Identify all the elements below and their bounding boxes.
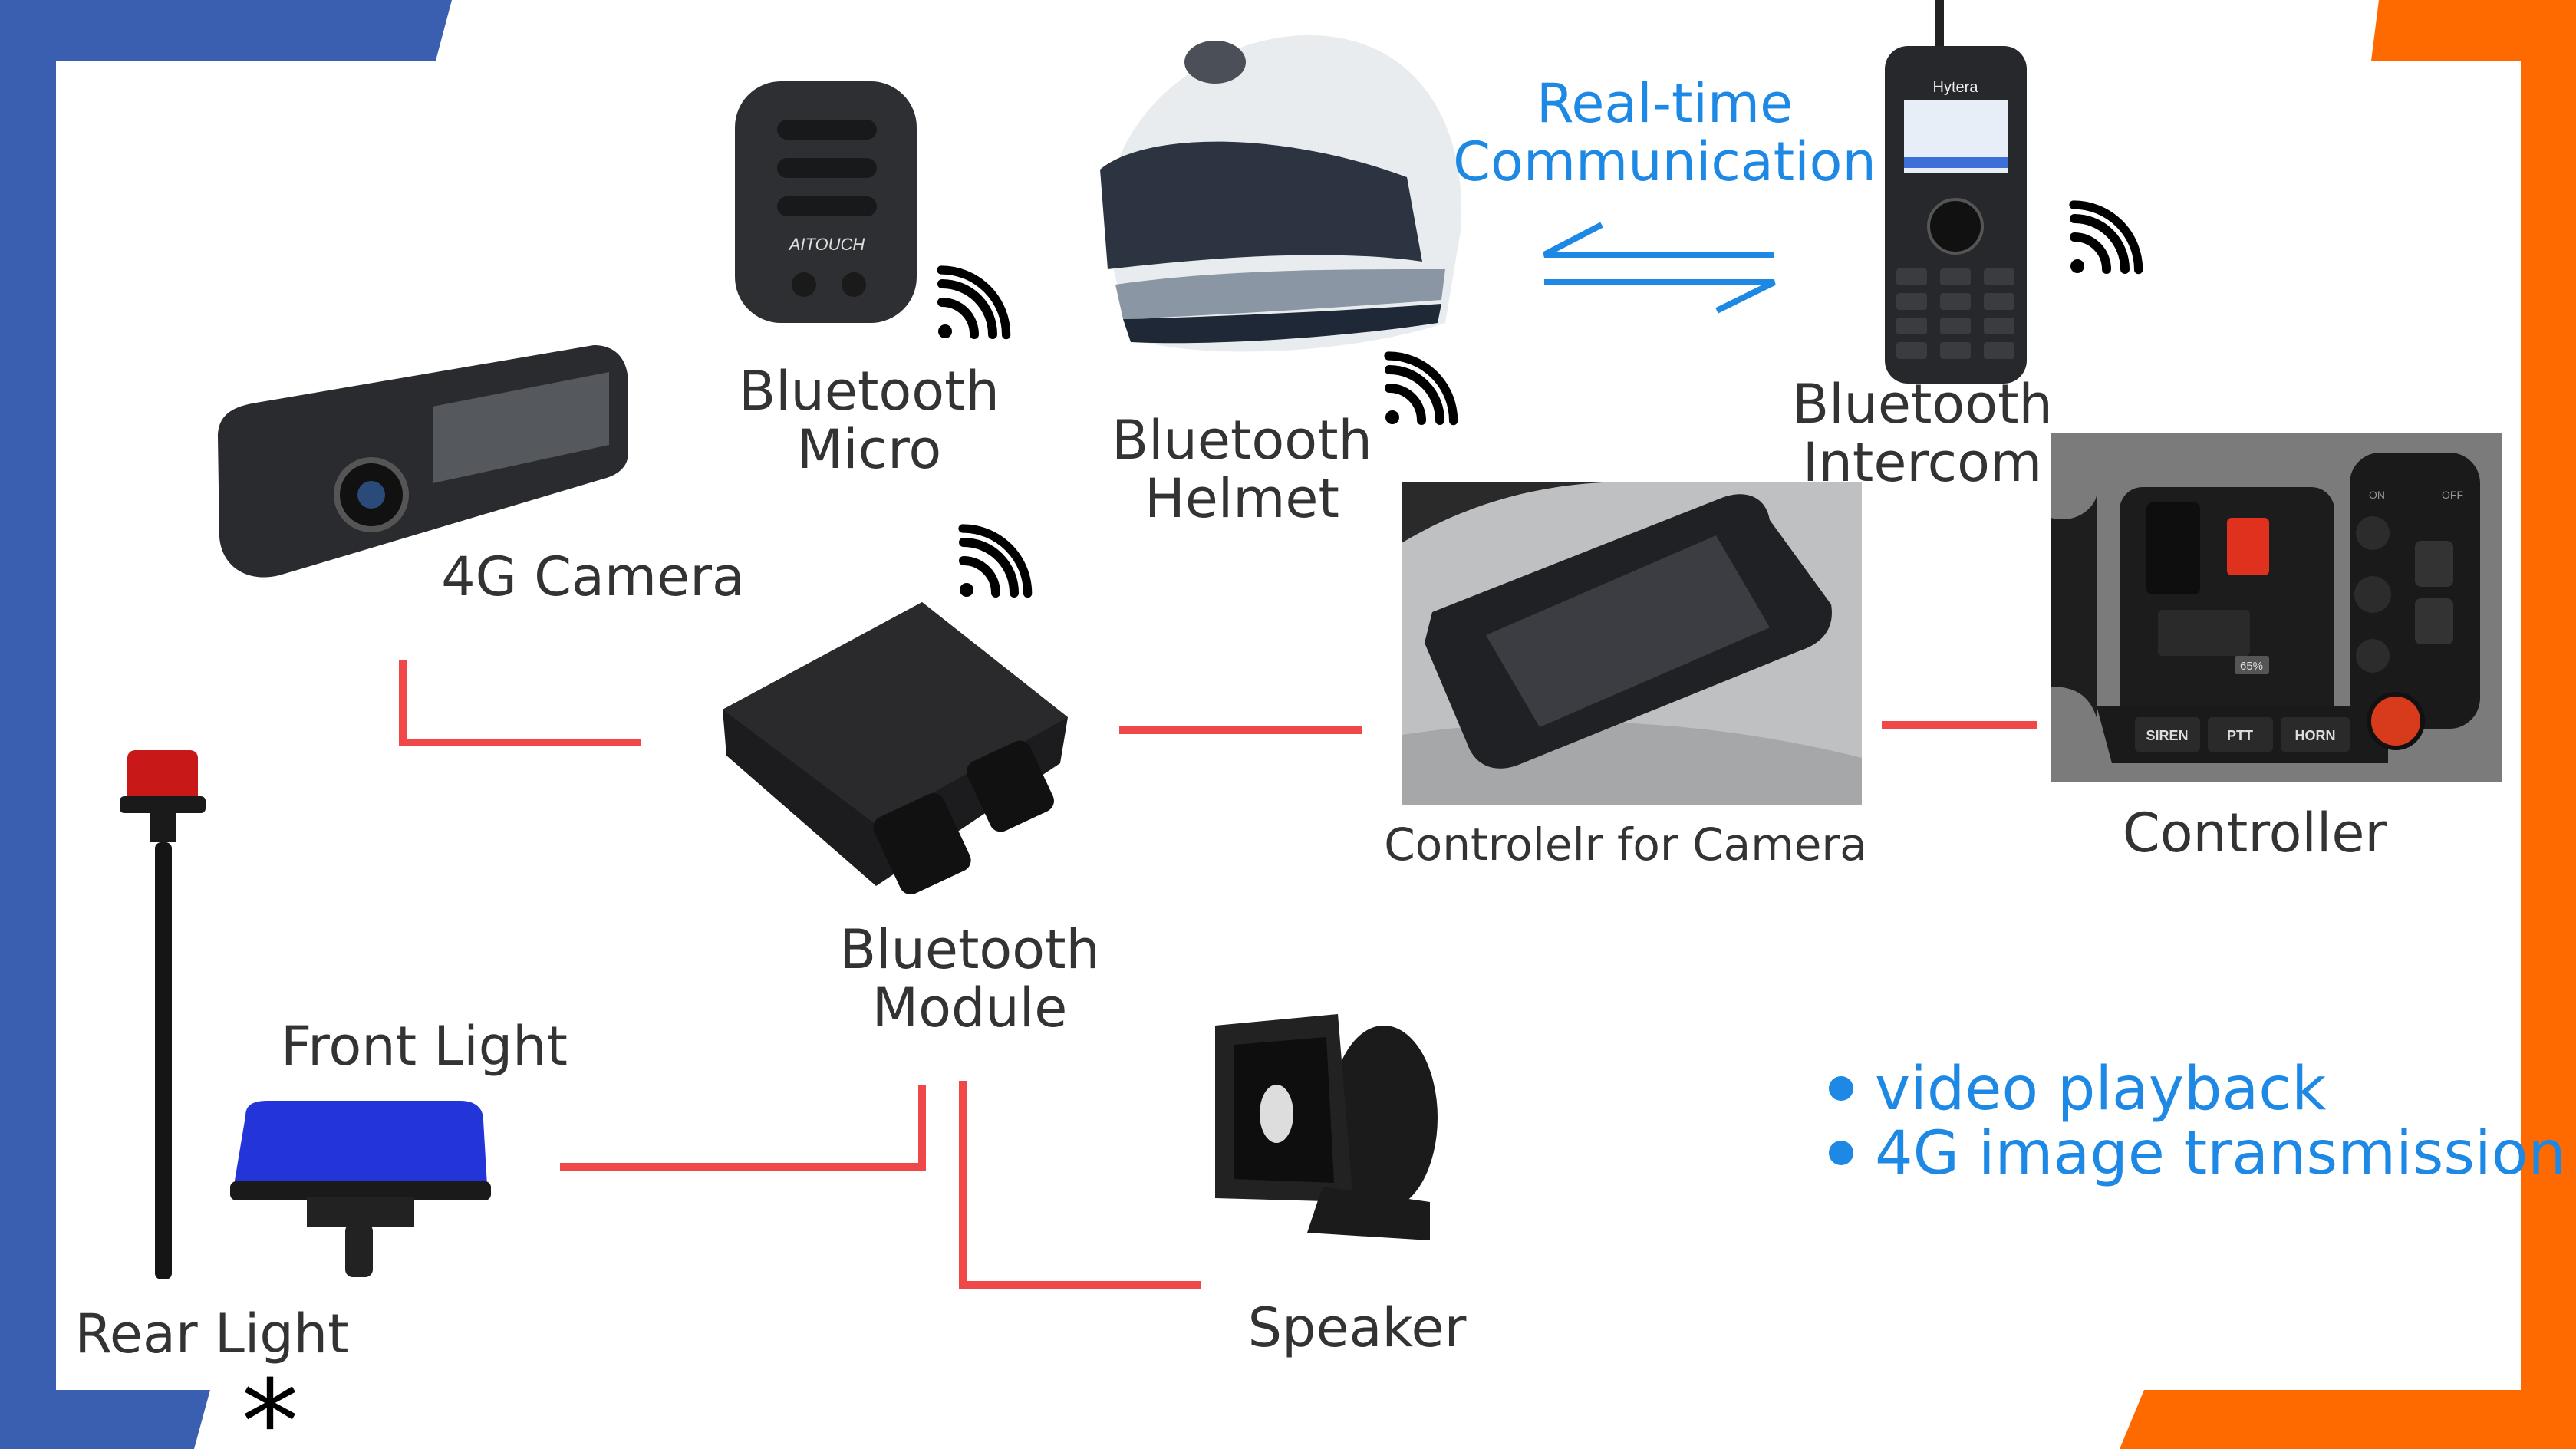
wireless-signal-icon xyxy=(937,265,1011,340)
ptt-button-label: PTT xyxy=(2227,728,2253,743)
wireless-signal-icon xyxy=(2069,200,2143,275)
connector-camera-h xyxy=(399,739,641,746)
switch-on-text: ON xyxy=(2369,489,2385,501)
bullet-icon xyxy=(1829,1075,1853,1101)
connector-module-controller-camera xyxy=(1119,726,1362,734)
controller-image: 65% ON OFF SIREN PTT HORN xyxy=(2051,433,2502,782)
feature-text: 4G image transmission xyxy=(1875,1119,2566,1188)
label-line: Bluetooth xyxy=(1792,373,2053,436)
label-front-light: Front Light xyxy=(281,1015,568,1078)
controller-level-text: 65% xyxy=(2240,660,2263,673)
frame-orange-right xyxy=(2120,0,2576,1449)
4g-camera-image xyxy=(218,345,628,578)
label-line: Micro xyxy=(796,418,942,481)
connector-speaker-h xyxy=(959,1281,1201,1289)
front-light-image xyxy=(230,1101,491,1277)
mic-brand-text: AITOUCH xyxy=(788,235,865,254)
switch-off-text: OFF xyxy=(2442,489,2463,501)
bullet-icon xyxy=(1829,1140,1853,1165)
label-line: Communication xyxy=(1453,130,1876,193)
label-bluetooth-module: Bluetooth Module xyxy=(839,920,1100,1037)
label-line: Bluetooth xyxy=(739,360,1000,423)
connector-camera-v xyxy=(399,660,407,746)
label-rear-light: Rear Light xyxy=(74,1302,349,1365)
label-speaker: Speaker xyxy=(1247,1296,1467,1359)
connector-front-light-h xyxy=(560,1163,926,1171)
bluetooth-helmet-image xyxy=(1100,35,1462,352)
connector-front-light-v xyxy=(918,1085,926,1171)
label-line: Real-time xyxy=(1536,72,1794,135)
asterisk-mark: * xyxy=(241,1356,299,1449)
label-controller: Controller xyxy=(2122,802,2387,864)
wireless-signal-icon xyxy=(1384,351,1458,426)
bluetooth-intercom-image: Hytera xyxy=(1885,0,2027,384)
wireless-signal-icon xyxy=(958,524,1033,598)
bidirectional-arrow-icon xyxy=(1543,222,1776,314)
label-bluetooth-micro: Bluetooth Micro xyxy=(739,362,1000,479)
label-line: Bluetooth xyxy=(1112,409,1372,472)
feature-item: video playback xyxy=(1829,1057,2326,1121)
controller-for-camera-image xyxy=(1402,482,1862,805)
siren-button-label: SIREN xyxy=(2146,728,2188,743)
label-line: Helmet xyxy=(1145,467,1339,530)
bluetooth-micro-image: AITOUCH xyxy=(735,81,917,323)
connector-speaker-v xyxy=(959,1081,967,1289)
frame-blue-top-left xyxy=(0,0,452,1449)
radio-brand-text: Hytera xyxy=(1933,79,1979,96)
label-line: Bluetooth xyxy=(839,918,1100,981)
label-line: Intercom xyxy=(1802,431,2043,494)
speaker-image xyxy=(1215,1014,1438,1240)
label-bluetooth-intercom: Bluetooth Intercom xyxy=(1792,375,2053,492)
label-real-time-communication: Real-time Communication xyxy=(1453,74,1876,191)
label-bluetooth-helmet: Bluetooth Helmet xyxy=(1112,411,1372,528)
connector-controller xyxy=(1882,721,2037,729)
label-line: Module xyxy=(871,976,1068,1039)
feature-item: 4G image transmission xyxy=(1829,1121,2566,1186)
horn-button-label: HORN xyxy=(2295,728,2336,743)
label-controller-for-camera: Controlelr for Camera xyxy=(1384,818,1867,871)
rear-light-image xyxy=(120,750,206,1279)
feature-text: video playback xyxy=(1875,1055,2327,1124)
bluetooth-module-image xyxy=(723,602,1068,895)
label-4g-camera: 4G Camera xyxy=(441,545,745,608)
